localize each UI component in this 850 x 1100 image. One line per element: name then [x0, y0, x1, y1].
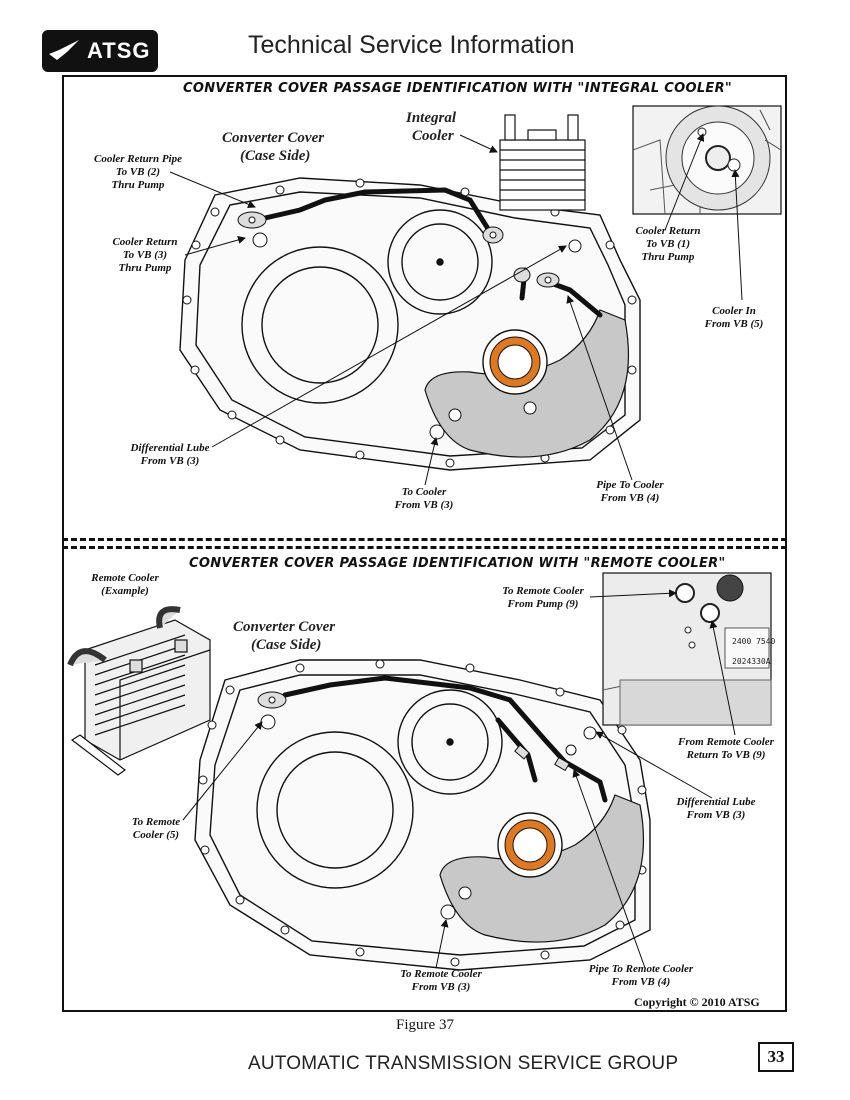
section2-title: CONVERTER COVER PASSAGE IDENTIFICATION W…	[189, 556, 726, 571]
section-divider-top	[62, 538, 787, 541]
section-divider-bottom	[62, 546, 787, 549]
inset-photo-2	[602, 572, 772, 726]
photo-code-2: 2024330A	[732, 657, 771, 666]
inset-photo-1	[632, 105, 782, 215]
cooler-pipes-2	[282, 675, 608, 803]
logo-text: ATSG	[87, 38, 151, 63]
figure-frame	[62, 75, 787, 1012]
leaders-1	[169, 133, 743, 486]
seal-2	[497, 812, 563, 878]
cooler-label-1b: Cooler	[412, 128, 454, 144]
photo-text-2: 2400 7540 2024330A	[732, 637, 776, 666]
cover-label-2a: Converter Cover	[233, 619, 336, 635]
remote-cooler-drawing	[67, 606, 211, 776]
bolt-holes-2	[198, 659, 647, 967]
cover-label-1a: Converter Cover	[222, 130, 325, 146]
atsg-logo: ATSG	[42, 30, 158, 72]
copyright: Copyright © 2010 ATSG	[634, 995, 760, 1009]
checkmark-icon	[49, 40, 79, 60]
page-title: Technical Service Information	[248, 31, 575, 59]
integral-cooler	[499, 114, 586, 211]
cover-label-2b: (Case Side)	[251, 637, 322, 653]
pipe-fittings-1	[237, 211, 560, 288]
section1-title: CONVERTER COVER PASSAGE IDENTIFICATION W…	[183, 81, 732, 96]
leaders-2	[182, 589, 736, 969]
cover-label-1b: (Case Side)	[240, 148, 311, 164]
cooler-label-1a: Integral	[406, 110, 457, 126]
callout-remote-cooler: Remote Cooler(Example)	[91, 572, 159, 597]
photo-code-1: 2400 7540	[732, 637, 776, 646]
seal-1	[482, 329, 548, 395]
page-number: 33	[758, 1042, 794, 1072]
figure-caption: Figure 37	[396, 1017, 454, 1033]
pipe-fittings-2	[257, 691, 577, 772]
footer-text: AUTOMATIC TRANSMISSION SERVICE GROUP	[248, 1053, 679, 1074]
